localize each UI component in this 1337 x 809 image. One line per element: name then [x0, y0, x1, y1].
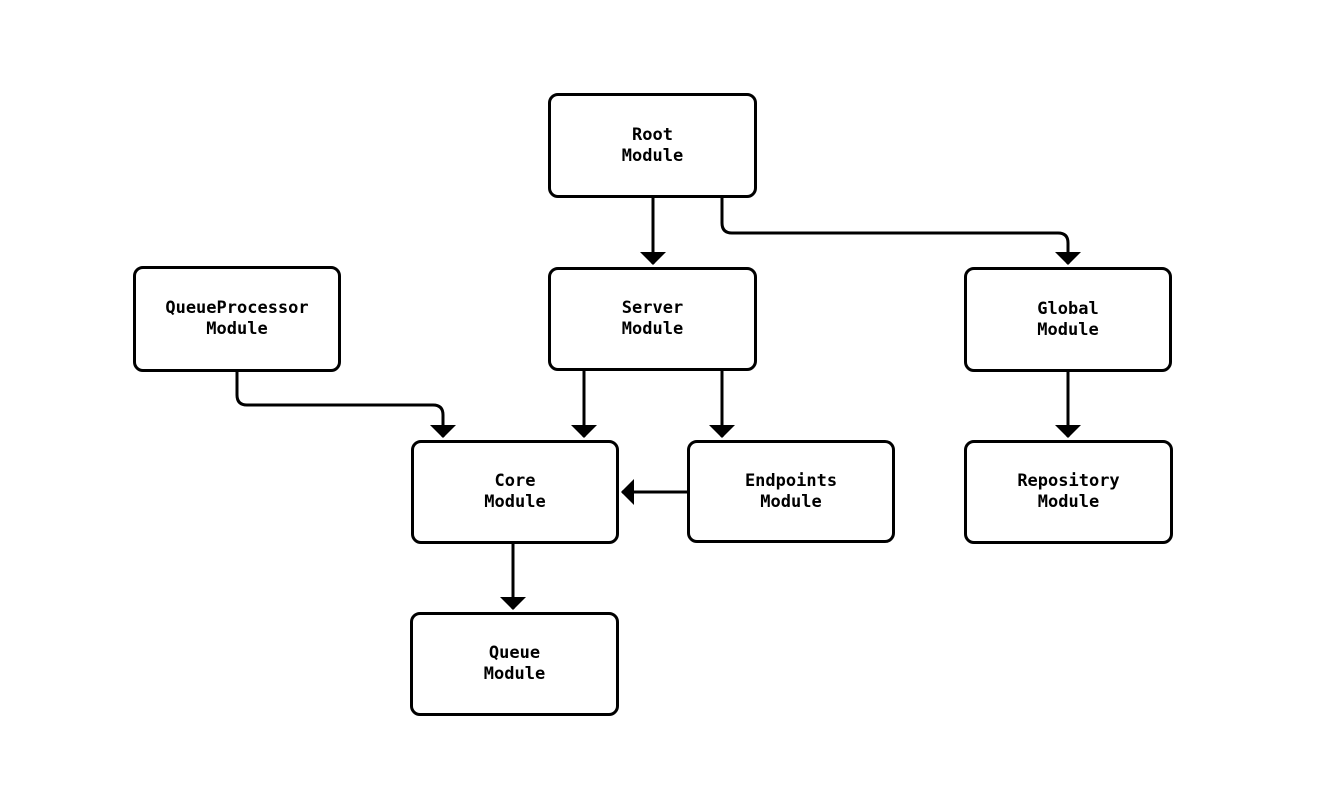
node-server-module-label: Server Module	[621, 298, 684, 339]
node-root-module: Root Module	[548, 93, 757, 198]
node-queue-module: Queue Module	[410, 612, 619, 716]
node-repository-module-label: Repository Module	[1017, 471, 1120, 512]
node-queueprocessor-module: QueueProcessor Module	[133, 266, 341, 372]
node-server-module: Server Module	[548, 267, 757, 371]
edge-queueprocessor-to-core	[235, 372, 456, 438]
node-global-module: Global Module	[964, 267, 1172, 372]
node-core-module: Core Module	[411, 440, 619, 544]
node-core-module-label: Core Module	[484, 471, 546, 512]
node-queue-module-label: Queue Module	[483, 643, 546, 684]
node-queueprocessor-module-label: QueueProcessor Module	[165, 298, 309, 339]
node-root-module-label: Root Module	[621, 124, 684, 166]
node-endpoints-module: Endpoints Module	[687, 440, 895, 543]
edge-root-to-global	[720, 198, 1081, 265]
node-endpoints-module-label: Endpoints Module	[744, 470, 838, 512]
node-global-module-label: Global Module	[1037, 298, 1099, 340]
node-repository-module: Repository Module	[964, 440, 1173, 544]
